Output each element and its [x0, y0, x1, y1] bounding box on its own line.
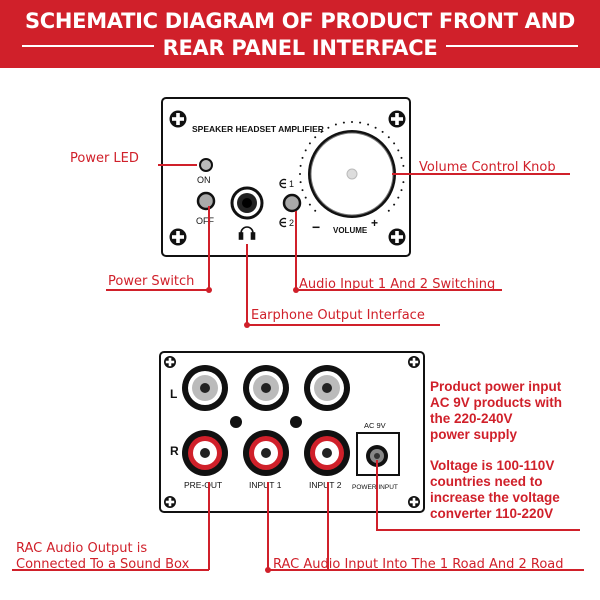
headphone-icon: [238, 226, 256, 240]
title-rule-right: [446, 45, 578, 47]
front-screw-bottom-right: [388, 228, 406, 246]
volume-tick: [359, 121, 362, 124]
volume-tick: [334, 123, 337, 126]
volume-tick: [387, 209, 390, 212]
volume-tick: [327, 126, 330, 129]
volume-dial-ticks: [299, 121, 405, 212]
header-banner: SCHEMATIC DIAGRAM OF PRODUCT FRONT AND R…: [0, 0, 600, 68]
right-channel-label: R: [170, 444, 179, 458]
input-2-label: 2: [289, 218, 294, 228]
volume-tick: [301, 189, 304, 192]
title-line-2: REAR PANEL INTERFACE: [162, 36, 438, 60]
left-channel-label: L: [170, 387, 177, 401]
title-rule-left: [22, 45, 154, 47]
rca-right-input-2[interactable]: [304, 430, 350, 476]
title-line-1: SCHEMATIC DIAGRAM OF PRODUCT FRONT AND: [24, 9, 576, 33]
rca-right-input-1[interactable]: [243, 430, 289, 476]
volume-tick: [397, 196, 400, 199]
rca-left-input-1[interactable]: [243, 365, 289, 411]
volume-tick: [402, 181, 405, 184]
callout-rac-input: RAC Audio Input Into The 1 Road And 2 Ro…: [273, 557, 564, 572]
dc-power-jack[interactable]: [366, 445, 388, 467]
preout-label: PRE-OUT: [184, 480, 222, 490]
volume-tick: [314, 209, 317, 212]
volume-tick: [367, 123, 370, 126]
rca-left-preout[interactable]: [182, 365, 228, 411]
callout-power-led: Power LED: [70, 151, 139, 166]
volume-tick: [393, 203, 396, 206]
callout-rac-output-line-2: Connected To a Sound Box: [16, 557, 190, 572]
input-1-icon: [279, 178, 287, 189]
volume-tick: [304, 196, 307, 199]
power-switch[interactable]: [196, 191, 216, 211]
power-input-label: POWER INPUT: [352, 484, 398, 491]
volume-tick: [381, 130, 384, 133]
volume-tick: [299, 173, 301, 175]
input-switch-button[interactable]: [282, 193, 302, 213]
led-on-label: ON: [197, 175, 211, 185]
rca-right-preout[interactable]: [182, 430, 228, 476]
volume-tick: [304, 149, 307, 152]
rca-left-input-2[interactable]: [304, 365, 350, 411]
callout-power-switch: Power Switch: [108, 274, 194, 289]
callout-rac-output-line-1: RAC Audio Output is: [16, 541, 147, 556]
volume-tick: [402, 164, 405, 167]
volume-tick: [400, 156, 403, 159]
volume-tick: [314, 136, 317, 139]
ac-voltage-label: AC 9V: [364, 421, 386, 430]
callout-volume-knob: Volume Control Knob: [419, 160, 556, 175]
front-model-label: SPEAKER HEADSET AMPLIFIER: [192, 124, 324, 134]
input-2-icon: [279, 217, 287, 228]
callout-audio-switching: Audio Input 1 And 2 Switching: [299, 277, 495, 292]
volume-tick: [393, 142, 396, 145]
power-led: [199, 158, 213, 172]
volume-tick: [299, 181, 302, 184]
front-screw-top-left: [169, 110, 187, 128]
callout-lines: [12, 164, 584, 571]
note-voltage: Voltage is 100-110V countries need to in…: [430, 458, 560, 521]
callout-earphone-output: Earphone Output Interface: [251, 308, 425, 323]
volume-tick: [374, 126, 377, 129]
volume-tick: [308, 142, 311, 145]
volume-tick: [301, 156, 304, 159]
note-power-input: Product power input AC 9V products with …: [430, 379, 563, 442]
volume-tick: [299, 164, 302, 167]
input-2-rear-label: INPUT 2: [309, 480, 342, 490]
volume-tick: [351, 121, 353, 123]
volume-min-symbol: −: [312, 219, 320, 235]
volume-tick: [342, 121, 345, 124]
volume-max-symbol: +: [371, 216, 378, 230]
front-screw-bottom-left: [169, 228, 187, 246]
volume-label: VOLUME: [333, 226, 368, 235]
volume-tick: [308, 203, 311, 206]
input-1-rear-label: INPUT 1: [249, 480, 282, 490]
volume-tick: [387, 136, 390, 139]
front-screw-top-right: [388, 110, 406, 128]
volume-tick: [397, 149, 400, 152]
input-1-label: 1: [289, 179, 294, 189]
volume-tick: [320, 130, 323, 133]
switch-off-label: OFF: [196, 216, 214, 226]
volume-tick: [400, 189, 403, 192]
